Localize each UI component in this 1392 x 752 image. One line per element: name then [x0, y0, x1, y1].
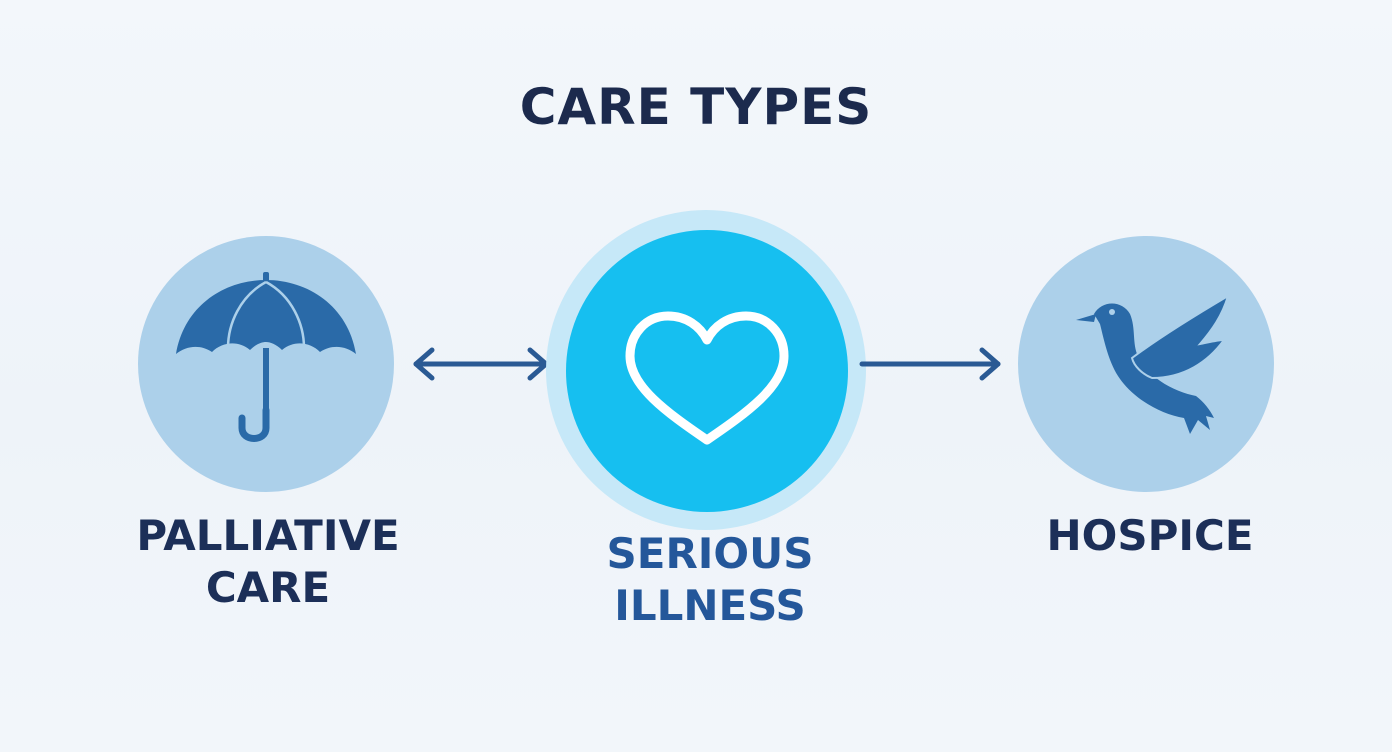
palliative-care-label: PALLIATIVE CARE — [108, 510, 428, 614]
diagram-title: CARE TYPES — [519, 78, 873, 136]
serious-illness-label-line2: ILLNESS — [614, 581, 806, 630]
heart-icon — [625, 311, 789, 445]
serious-illness-label-line1: SERIOUS — [606, 529, 814, 578]
dove-icon — [1076, 293, 1230, 434]
serious-illness-label: SERIOUS ILLNESS — [550, 528, 870, 632]
palliative-label-line2: CARE — [205, 563, 331, 612]
bidirectional-arrow-icon — [413, 347, 549, 381]
serious-illness-node — [566, 230, 848, 512]
right-arrow-icon — [859, 347, 1001, 381]
hospice-label: HOSPICE — [1046, 511, 1254, 560]
palliative-label-line1: PALLIATIVE — [136, 511, 400, 560]
umbrella-icon — [176, 272, 356, 442]
